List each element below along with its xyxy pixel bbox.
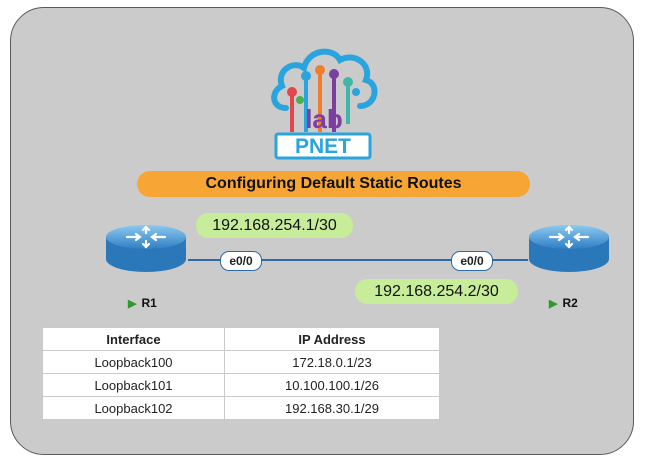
r2-label: ▶ R2 bbox=[549, 296, 578, 310]
link-line bbox=[188, 259, 528, 261]
table-row: Loopback102 192.168.30.1/29 bbox=[42, 396, 440, 420]
logo-pnet-text: PNET bbox=[295, 135, 351, 158]
table-cell: 172.18.0.1/23 bbox=[224, 350, 440, 374]
table-row: Loopback100 172.18.0.1/23 bbox=[42, 350, 440, 374]
play-icon: ▶ bbox=[128, 298, 137, 310]
r1-label: ▶ R1 bbox=[128, 296, 157, 310]
play-icon: ▶ bbox=[549, 298, 558, 310]
r1-name: R1 bbox=[141, 296, 157, 310]
table-cell: Loopback101 bbox=[42, 373, 225, 397]
r2-interface-label: e0/0 bbox=[451, 251, 493, 271]
table-row: Loopback101 10.100.100.1/26 bbox=[42, 373, 440, 397]
pnet-lab-logo: lab PNET bbox=[271, 48, 378, 160]
logo-lab-text: lab bbox=[305, 104, 343, 134]
r2-ip-label: 192.168.254.2/30 bbox=[355, 279, 518, 304]
diagram-title: Configuring Default Static Routes bbox=[137, 171, 530, 197]
router-r2-icon bbox=[529, 225, 609, 272]
table-header: IP Address bbox=[224, 327, 440, 351]
r1-ip-label: 192.168.254.1/30 bbox=[196, 213, 353, 238]
table-cell: 10.100.100.1/26 bbox=[224, 373, 440, 397]
table-cell: Loopback100 bbox=[42, 350, 225, 374]
router-r1-icon bbox=[106, 225, 186, 272]
table-header-row: Interface IP Address bbox=[42, 327, 440, 351]
table-cell: 192.168.30.1/29 bbox=[224, 396, 440, 420]
loopback-table: Interface IP Address Loopback100 172.18.… bbox=[42, 327, 440, 420]
r1-interface-label: e0/0 bbox=[220, 251, 262, 271]
table-header: Interface bbox=[42, 327, 225, 351]
table-cell: Loopback102 bbox=[42, 396, 225, 420]
r2-name: R2 bbox=[562, 296, 578, 310]
